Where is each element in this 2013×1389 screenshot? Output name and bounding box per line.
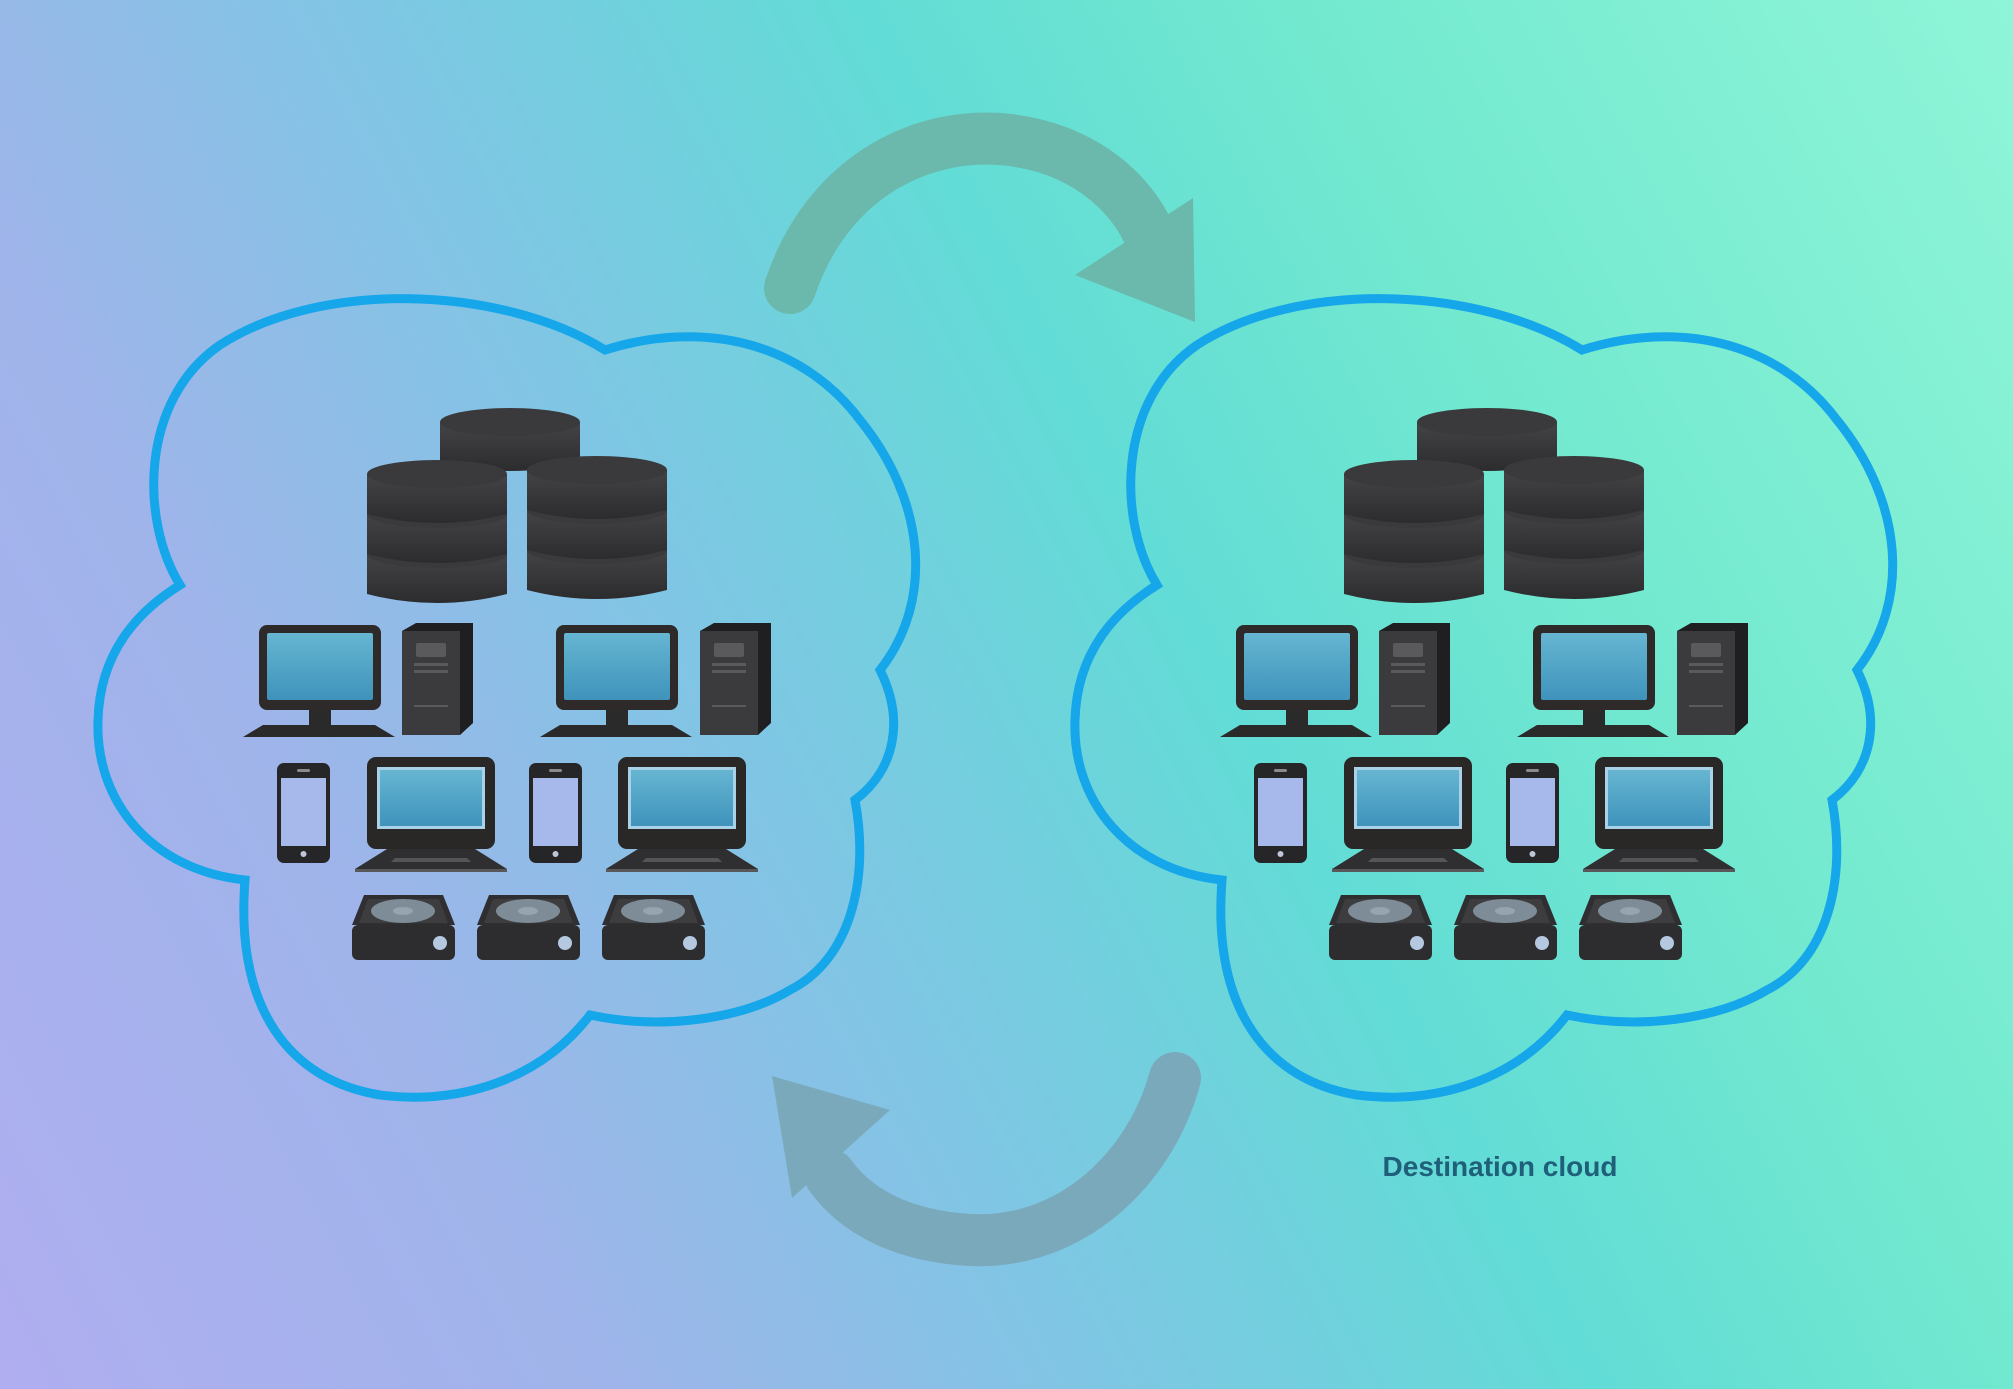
hard-drive-icon	[352, 895, 455, 960]
database-cluster-icon	[367, 408, 667, 603]
database-cylinder-stack-2	[527, 456, 667, 519]
laptop-icon	[1583, 757, 1735, 872]
smartphone-icon	[277, 763, 330, 863]
mobile-row	[1254, 757, 1735, 872]
curved-arrow-right-icon	[764, 112, 1195, 322]
laptop-icon	[1332, 757, 1484, 872]
cloud-source	[98, 299, 916, 1097]
database-cylinder-stack-1	[1344, 460, 1484, 523]
laptop-icon	[606, 757, 758, 872]
database-cylinder-stack-2	[1504, 456, 1644, 519]
hard-drive-icon	[602, 895, 705, 960]
pc-tower-icon	[700, 623, 771, 735]
drive-row	[1329, 895, 1682, 960]
pc-tower-icon	[402, 623, 473, 735]
hard-drive-icon	[477, 895, 580, 960]
laptop-icon	[355, 757, 507, 872]
pc-tower-icon	[1677, 623, 1748, 735]
cloud-destination	[1075, 299, 1893, 1097]
drive-row	[352, 895, 705, 960]
hard-drive-icon	[1329, 895, 1432, 960]
database-cluster-icon	[1344, 408, 1644, 603]
desktop-computer-icon	[540, 625, 692, 737]
database-cylinder-stack-1	[367, 460, 507, 523]
smartphone-icon	[1506, 763, 1559, 863]
hard-drive-icon	[1579, 895, 1682, 960]
smartphone-icon	[529, 763, 582, 863]
mobile-row	[277, 757, 758, 872]
pc-tower-icon	[1379, 623, 1450, 735]
hard-drive-icon	[1454, 895, 1557, 960]
desktop-row	[1220, 623, 1748, 737]
desktop-computer-icon	[1517, 625, 1669, 737]
smartphone-icon	[1254, 763, 1307, 863]
cloud-label-destination: Destination cloud	[1382, 1151, 1618, 1182]
desktop-computer-icon	[1220, 625, 1372, 737]
desktop-computer-icon	[243, 625, 395, 737]
curved-arrow-left-icon	[772, 1052, 1201, 1267]
desktop-row	[243, 623, 771, 737]
